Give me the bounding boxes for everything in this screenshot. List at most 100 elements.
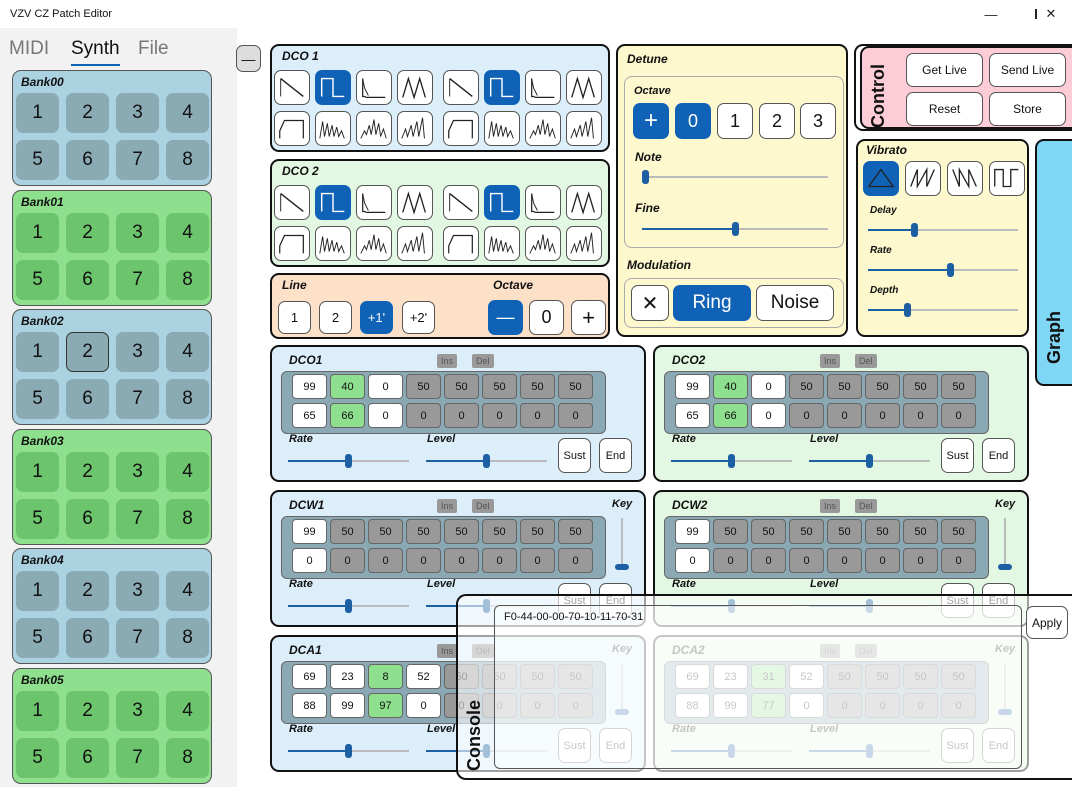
key-slider-thumb[interactable] bbox=[998, 564, 1012, 570]
dco2-wave-res2-icon[interactable] bbox=[484, 226, 520, 261]
envelope-cell[interactable]: 99 bbox=[330, 693, 365, 718]
ins-button[interactable]: Ins bbox=[437, 499, 458, 513]
mod-noise-button[interactable]: Noise bbox=[756, 285, 834, 321]
dco2-wave-res2-icon[interactable] bbox=[315, 226, 351, 261]
ins-button[interactable]: Ins bbox=[820, 354, 841, 368]
dco1-wave-pulse-icon[interactable] bbox=[356, 70, 392, 105]
envelope-cell[interactable]: 23 bbox=[330, 664, 365, 689]
patch-button[interactable]: 6 bbox=[66, 140, 109, 180]
envelope-cell[interactable]: 50 bbox=[406, 519, 441, 544]
key-slider-track[interactable] bbox=[621, 518, 623, 570]
dco2-wave-res1-icon[interactable] bbox=[274, 226, 310, 261]
patch-button[interactable]: 8 bbox=[166, 737, 209, 778]
del-button[interactable]: Del bbox=[472, 354, 494, 368]
dco1-wave-res4-icon[interactable] bbox=[397, 111, 433, 146]
envelope-cell[interactable]: 65 bbox=[675, 403, 710, 428]
envelope-cell[interactable]: 0 bbox=[368, 374, 403, 399]
line-2-button[interactable]: 2 bbox=[319, 301, 352, 334]
dco2-wave-dsaw-icon[interactable] bbox=[566, 185, 602, 220]
patch-button[interactable]: 8 bbox=[166, 140, 209, 180]
apply-button[interactable]: Apply bbox=[1026, 606, 1068, 639]
rate-slider[interactable] bbox=[671, 454, 792, 468]
patch-button[interactable]: 7 bbox=[116, 379, 159, 419]
patch-button[interactable]: 6 bbox=[66, 498, 109, 539]
envelope-cell[interactable]: 52 bbox=[406, 664, 441, 689]
envelope-cell[interactable]: 50 bbox=[941, 374, 976, 399]
patch-button[interactable]: 4 bbox=[166, 690, 209, 731]
patch-button[interactable]: 3 bbox=[116, 451, 159, 492]
envelope-cell[interactable]: 0 bbox=[941, 403, 976, 428]
envelope-cell[interactable]: 0 bbox=[444, 548, 479, 573]
patch-button[interactable]: 1 bbox=[16, 212, 59, 253]
envelope-cell[interactable]: 0 bbox=[520, 403, 555, 428]
patch-button[interactable]: 3 bbox=[116, 332, 159, 372]
tab-synth[interactable]: Synth bbox=[71, 38, 120, 59]
dco2-wave-pulse-icon[interactable] bbox=[525, 185, 561, 220]
dco1-wave-res3-icon[interactable] bbox=[525, 111, 561, 146]
patch-button[interactable]: 2 bbox=[66, 332, 109, 372]
patch-button[interactable]: 7 bbox=[116, 618, 159, 658]
dco2-wave-dsaw-icon[interactable] bbox=[397, 185, 433, 220]
patch-button[interactable]: 7 bbox=[116, 498, 159, 539]
dco2-wave-pulse-icon[interactable] bbox=[356, 185, 392, 220]
envelope-cell[interactable]: 0 bbox=[520, 548, 555, 573]
patch-button[interactable]: 6 bbox=[66, 618, 109, 658]
envelope-cell[interactable]: 50 bbox=[789, 519, 824, 544]
detune-octave-2[interactable]: 2 bbox=[759, 103, 795, 139]
del-button[interactable]: Del bbox=[855, 354, 877, 368]
envelope-cell[interactable]: 0 bbox=[406, 548, 441, 573]
envelope-cell[interactable]: 0 bbox=[482, 548, 517, 573]
envelope-cell[interactable]: 0 bbox=[368, 548, 403, 573]
patch-button[interactable]: 4 bbox=[166, 571, 209, 611]
ins-button[interactable]: Ins bbox=[437, 354, 458, 368]
tab-midi[interactable]: MIDI bbox=[9, 38, 50, 59]
envelope-cell[interactable]: 69 bbox=[292, 664, 327, 689]
patch-button[interactable]: 7 bbox=[116, 140, 159, 180]
envelope-cell[interactable]: 50 bbox=[520, 374, 555, 399]
envelope-cell[interactable]: 99 bbox=[292, 519, 327, 544]
tab-file[interactable]: File bbox=[138, 38, 169, 59]
rate-slider[interactable] bbox=[288, 454, 409, 468]
key-slider-track[interactable] bbox=[1004, 518, 1006, 570]
patch-button[interactable]: 1 bbox=[16, 690, 59, 731]
collapse-button[interactable]: — bbox=[236, 45, 261, 72]
envelope-cell[interactable]: 0 bbox=[903, 403, 938, 428]
dco2-wave-saw-icon[interactable] bbox=[274, 185, 310, 220]
dco1-wave-res2-icon[interactable] bbox=[315, 111, 351, 146]
delay-slider[interactable] bbox=[868, 223, 1018, 237]
envelope-cell[interactable]: 0 bbox=[751, 374, 786, 399]
patch-button[interactable]: 8 bbox=[166, 618, 209, 658]
envelope-cell[interactable]: 50 bbox=[520, 519, 555, 544]
minimize-button[interactable]: — bbox=[984, 6, 998, 22]
line-plus1-button[interactable]: +1' bbox=[360, 301, 393, 334]
envelope-cell[interactable]: 40 bbox=[330, 374, 365, 399]
envelope-cell[interactable]: 50 bbox=[482, 374, 517, 399]
envelope-cell[interactable]: 50 bbox=[482, 519, 517, 544]
patch-button[interactable]: 5 bbox=[16, 737, 59, 778]
envelope-cell[interactable]: 50 bbox=[827, 519, 862, 544]
patch-button[interactable]: 6 bbox=[66, 379, 109, 419]
graph-panel[interactable]: Graph bbox=[1035, 139, 1072, 386]
console-output[interactable]: F0-44-00-00-70-10-11-70-31 bbox=[494, 605, 1022, 769]
envelope-cell[interactable]: 50 bbox=[406, 374, 441, 399]
envelope-cell[interactable]: 50 bbox=[330, 519, 365, 544]
dco1-wave-res4-icon[interactable] bbox=[566, 111, 602, 146]
dco1-wave-pulse-icon[interactable] bbox=[525, 70, 561, 105]
envelope-cell[interactable]: 0 bbox=[941, 548, 976, 573]
dco1-wave-res3-icon[interactable] bbox=[356, 111, 392, 146]
envelope-cell[interactable]: 0 bbox=[675, 548, 710, 573]
envelope-cell[interactable]: 66 bbox=[713, 403, 748, 428]
patch-button[interactable]: 5 bbox=[16, 140, 59, 180]
get-live-button[interactable]: Get Live bbox=[906, 53, 983, 87]
del-button[interactable]: Del bbox=[472, 499, 494, 513]
dco1-wave-res1-icon[interactable] bbox=[274, 111, 310, 146]
envelope-cell[interactable]: 50 bbox=[713, 519, 748, 544]
envelope-cell[interactable]: 50 bbox=[865, 519, 900, 544]
patch-button[interactable]: 3 bbox=[116, 571, 159, 611]
envelope-cell[interactable]: 99 bbox=[292, 374, 327, 399]
dco1-wave-dsaw-icon[interactable] bbox=[566, 70, 602, 105]
patch-button[interactable]: 8 bbox=[166, 259, 209, 300]
vibrato-rate-slider[interactable] bbox=[868, 263, 1018, 277]
sust-button[interactable]: Sust bbox=[558, 438, 591, 473]
dco2-wave-square-icon[interactable] bbox=[315, 185, 351, 220]
